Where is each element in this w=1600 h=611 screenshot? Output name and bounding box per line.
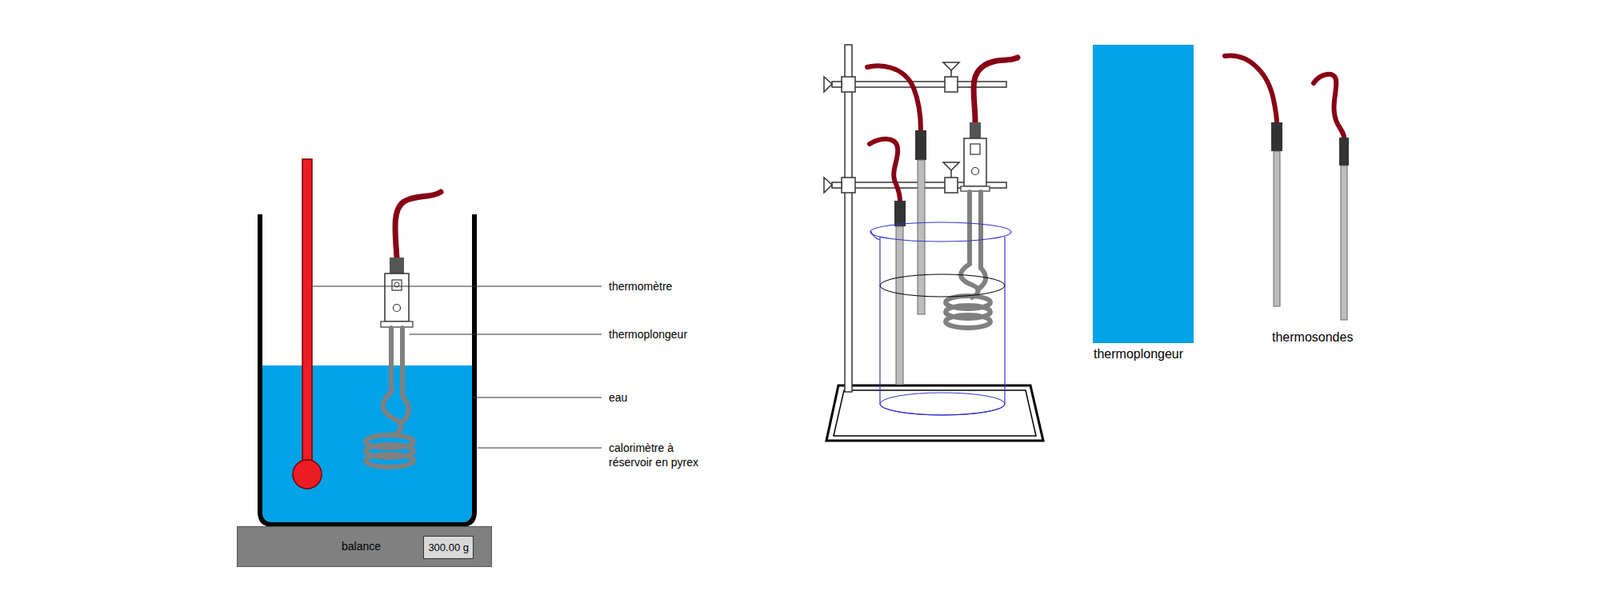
heater-light: [393, 304, 401, 312]
balance-body: balance 300.00 g: [236, 526, 492, 568]
water-surface: [880, 274, 1005, 297]
part-label: thermomètre: [608, 279, 672, 294]
stand-rod: [844, 44, 852, 392]
probe-rod: [896, 226, 904, 385]
leader-lines: [312, 286, 602, 448]
heater-coil: [365, 328, 414, 468]
probe-rod: [1340, 165, 1348, 320]
heater-panel: thermoplongeur: [1092, 44, 1194, 344]
heater-collar: [380, 321, 413, 328]
beaker: [870, 222, 1012, 416]
probe-cable: [867, 65, 921, 131]
part-label: thermosondes: [1272, 329, 1353, 347]
probe-rod: [917, 160, 925, 315]
beaker-bottom: [880, 392, 1005, 416]
heater-switch: [970, 144, 980, 155]
heater-housing: [384, 273, 409, 322]
heater-housing: [964, 138, 987, 187]
water: [262, 365, 472, 523]
heater-collar: [960, 186, 990, 192]
probe-cable: [1313, 74, 1344, 138]
heater-coil: [945, 192, 991, 328]
node-label: balance: [341, 527, 381, 567]
probe-handle: [1339, 137, 1349, 166]
node-label: thermoplongeur: [1093, 346, 1184, 362]
probe-rod: [1273, 151, 1280, 307]
stand-base: [826, 385, 1044, 441]
heater-plug: [389, 257, 404, 274]
heater-cable: [395, 192, 441, 258]
calorimeter-vessel: [260, 214, 475, 525]
part-label: eau: [608, 390, 628, 405]
balance-display: 300.00 g: [423, 536, 474, 560]
stand-base-inner: [833, 390, 1036, 436]
heater-plug: [969, 122, 981, 139]
part-label: thermoplongeur: [608, 327, 688, 342]
probe-handle: [894, 200, 906, 227]
probe-handle: [915, 130, 927, 160]
heater-switch: [392, 280, 402, 291]
heater-cable: [973, 57, 1018, 123]
probe-handle: [1271, 122, 1283, 152]
node-label: 300.00 g: [424, 536, 473, 559]
probe-cable: [869, 139, 900, 201]
clamps: [824, 62, 1007, 193]
probe-cable: [1224, 56, 1277, 123]
heater-light: [972, 168, 980, 176]
thermometer-tube: [302, 159, 312, 473]
thermometer-bulb: [292, 460, 322, 489]
part-label: calorimètre à réservoir en pyrex: [608, 440, 715, 470]
